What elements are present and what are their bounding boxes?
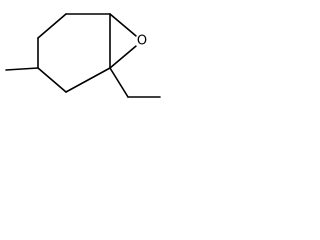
skeletal-formula: O bbox=[5, 13, 161, 98]
atom-label-o1: O bbox=[137, 34, 147, 49]
atom-label-layer: O bbox=[137, 34, 147, 49]
bond-c6-et1 bbox=[109, 67, 129, 98]
bond-c6-o1 bbox=[109, 45, 137, 69]
bond-c4-c5 bbox=[37, 67, 67, 93]
bond-c1-o1 bbox=[109, 13, 137, 37]
bond-layer bbox=[5, 13, 161, 98]
bond-c2-c3 bbox=[37, 13, 67, 39]
bond-c4-me bbox=[5, 67, 39, 71]
bond-c5-c6 bbox=[65, 67, 111, 93]
